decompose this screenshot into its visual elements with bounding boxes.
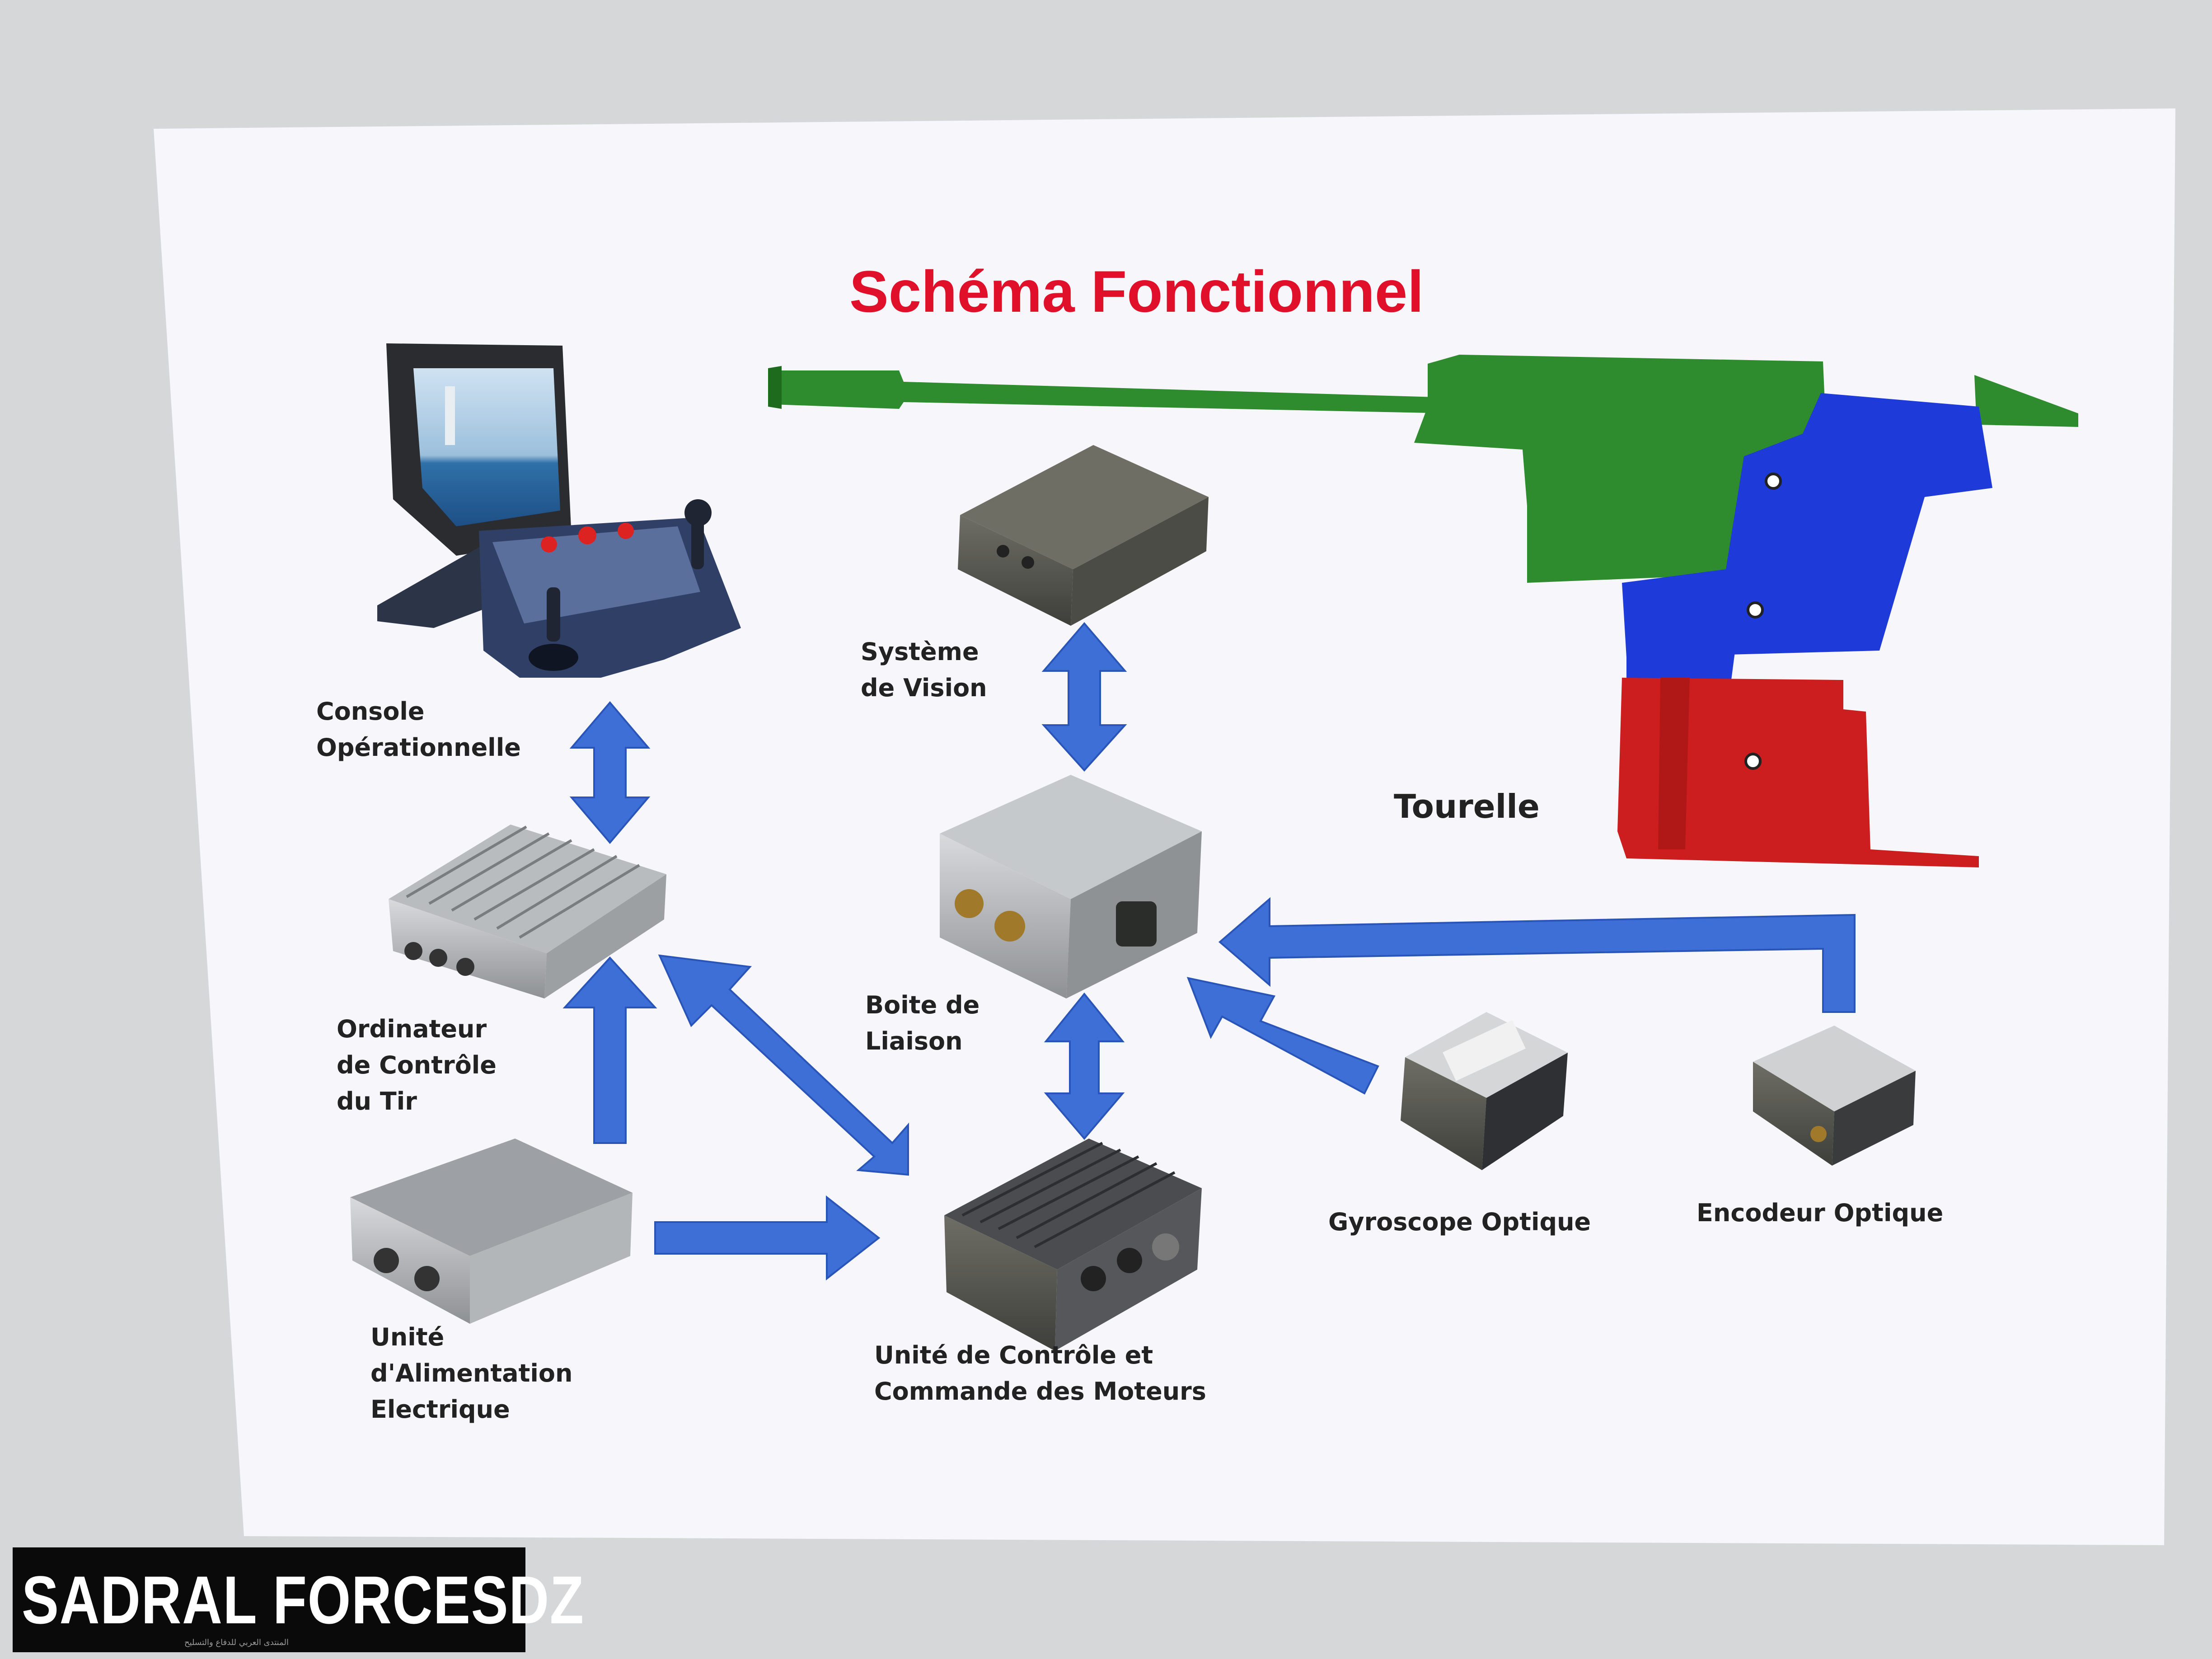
- watermark-text: SADRAL FORCESDZ: [22, 1561, 585, 1639]
- label-encodeur: Encodeur Optique: [1696, 1195, 1943, 1231]
- label-ordinateur: Ordinateur de Contrôle du Tir: [337, 1011, 497, 1120]
- label-gyroscope: Gyroscope Optique: [1328, 1204, 1591, 1240]
- label-alimentation: Unité d'Alimentation Electrique: [370, 1319, 572, 1428]
- label-vision: Système de Vision: [861, 634, 987, 706]
- label-boite: Boite de Liaison: [865, 987, 979, 1059]
- label-tourelle: Tourelle: [1394, 788, 1540, 825]
- watermark: SADRAL FORCESDZ المنتدى العربي للدفاع وا…: [13, 1547, 525, 1652]
- label-moteurs: Unité de Contrôle et Commande des Moteur…: [874, 1337, 1206, 1410]
- label-console: Console Opérationnelle: [316, 694, 521, 766]
- diagram-title: Schéma Fonctionnel: [849, 258, 1424, 325]
- watermark-subtext: المنتدى العربي للدفاع والتسليح: [184, 1638, 289, 1647]
